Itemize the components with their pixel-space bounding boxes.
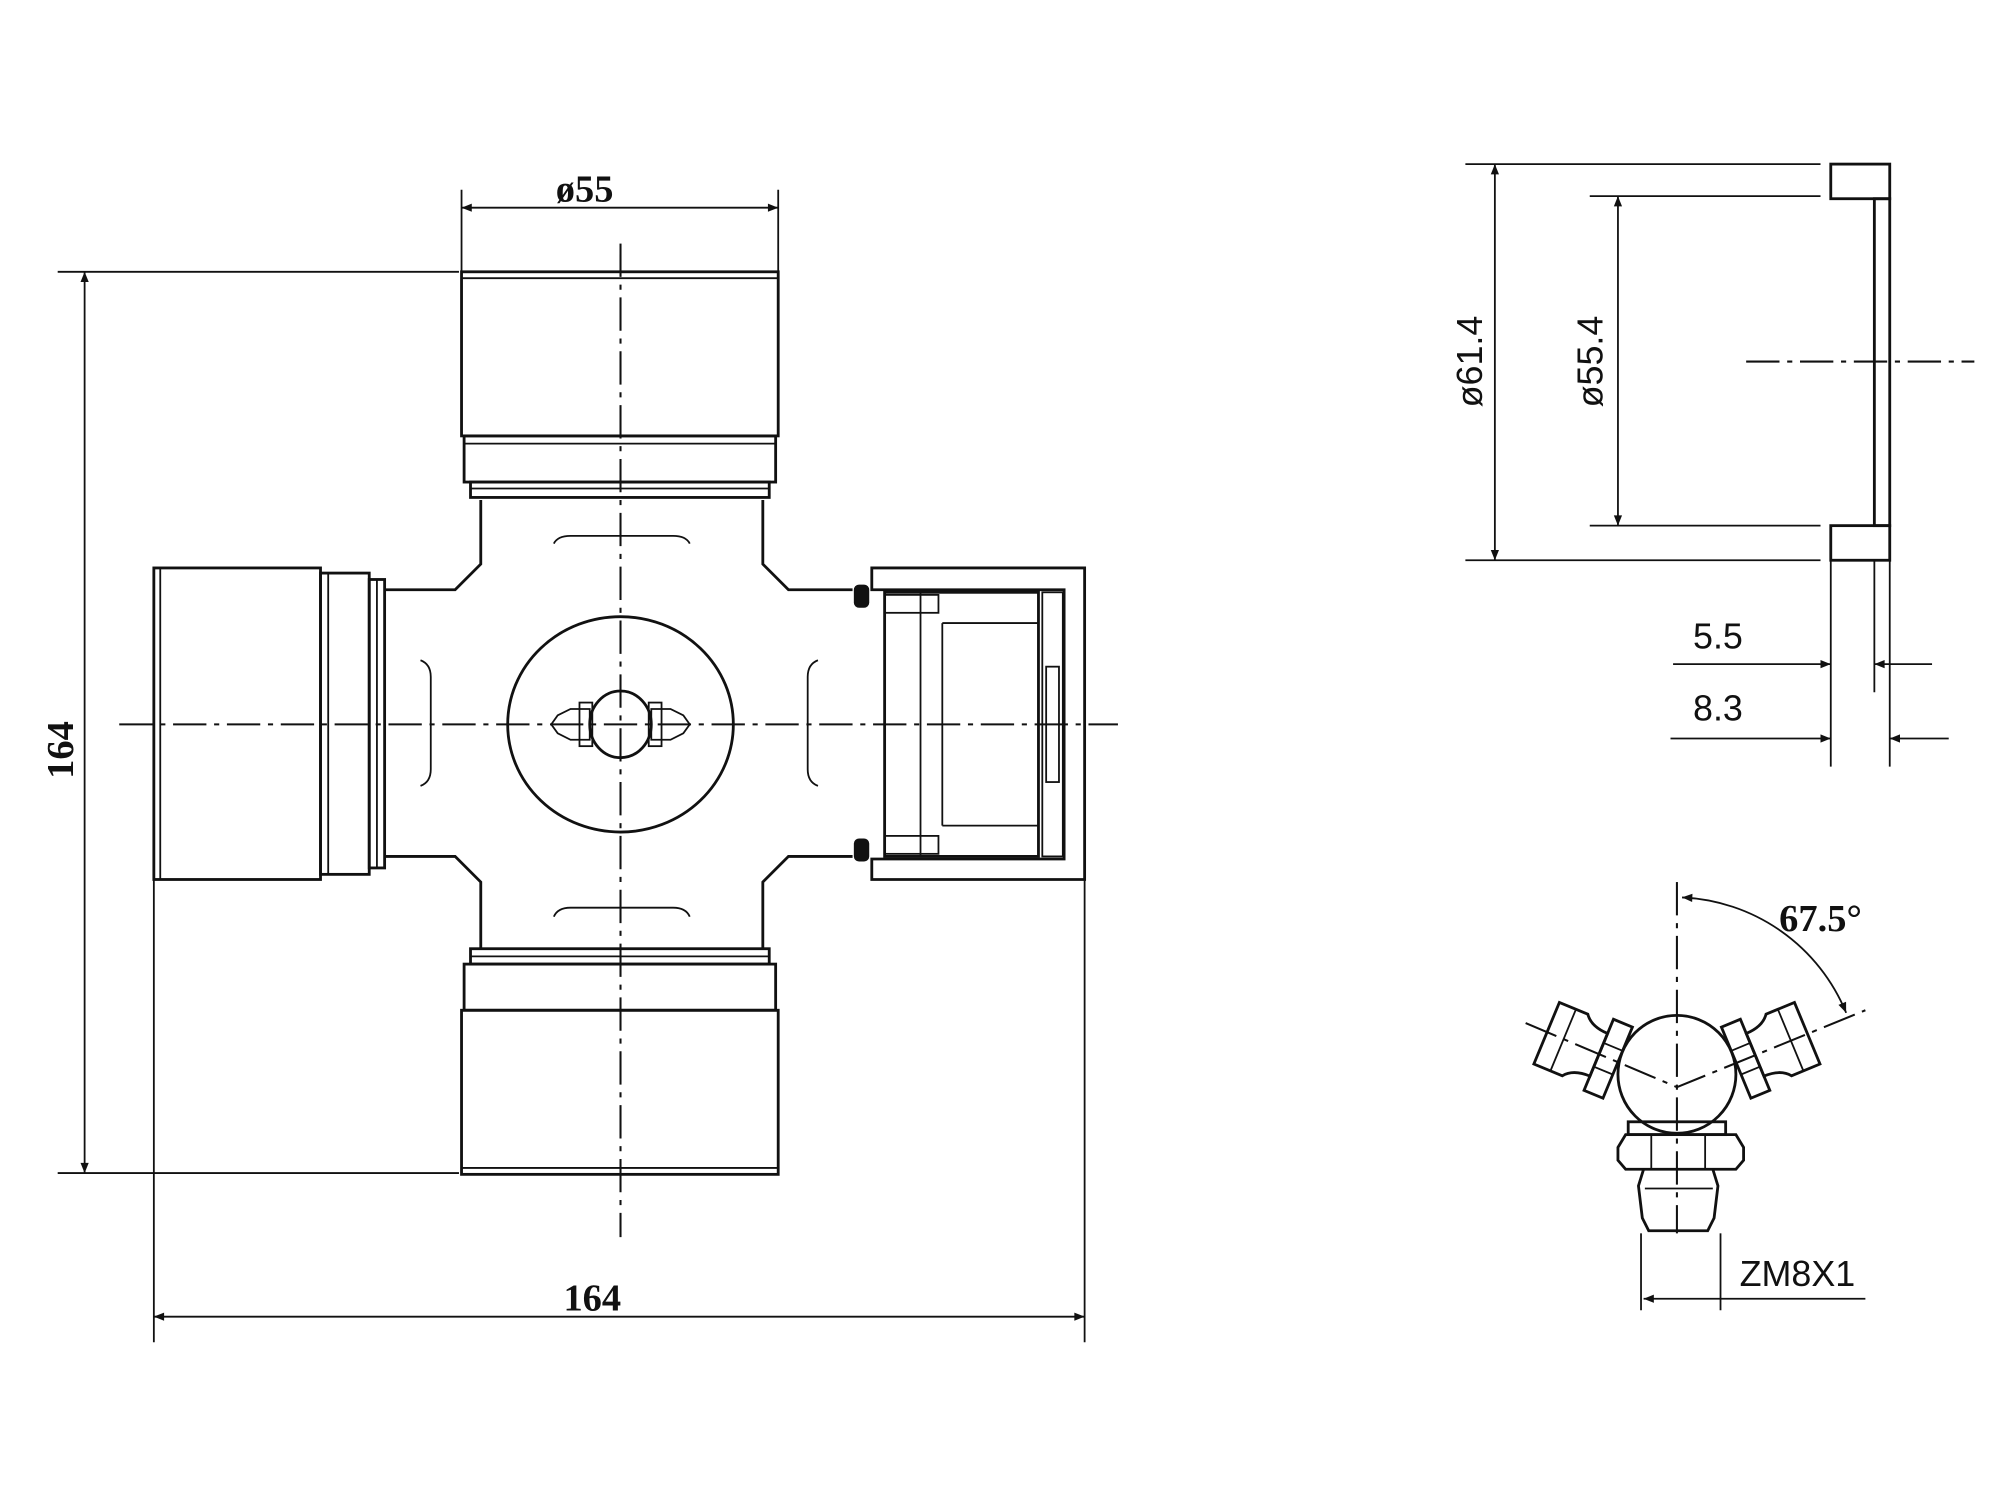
angle-label: 67.5° [1779, 898, 1862, 940]
overall-width-label: 164 [563, 1277, 621, 1319]
cross-body-outline [384, 500, 853, 949]
wing-centerlines [1525, 1009, 1866, 1089]
dimension-outer-diameter: ø61.4 [1450, 163, 1821, 562]
inner-diameter-label: ø55.4 [1571, 316, 1611, 408]
relief-slot-bottom [553, 906, 691, 918]
dimension-overall-width: 164 [152, 879, 1086, 1343]
dimension-thickness-5-5: 5.5 [1673, 617, 1933, 669]
relief-slot-right [806, 659, 819, 787]
universal-joint-cross-view: ø55 164 164 [40, 168, 1118, 1343]
thread-label: ZM8X1 [1740, 1254, 1856, 1294]
overall-height-label: 164 [40, 721, 82, 779]
angle-arc [1682, 893, 1847, 1014]
dimension-inner-diameter: ø55.4 [1571, 195, 1821, 527]
seal-ring-section-view: ø61.4 ø55.4 5.5 8.3 [1450, 162, 1975, 767]
thickness-outer-label: 8.3 [1693, 689, 1743, 729]
thickness-inner-label: 5.5 [1693, 617, 1743, 657]
dimension-cap-diameter: ø55 [460, 168, 780, 272]
grease-fitting-view: 67.5° ZM8X1 [1525, 882, 1866, 1311]
outer-diameter-label: ø61.4 [1450, 316, 1490, 408]
cap-diameter-label: ø55 [556, 168, 614, 210]
right-wing-nipple [1719, 1000, 1822, 1101]
left-wing-nipple [1532, 1000, 1635, 1101]
relief-slot-top [553, 535, 691, 545]
dimension-overall-height: 164 [40, 270, 459, 1174]
dimension-thickness-8-3: 8.3 [1670, 689, 1949, 743]
thread [1637, 1168, 1720, 1233]
hex-nut [1616, 1133, 1745, 1171]
dimension-thread: ZM8X1 [1640, 1233, 1866, 1311]
relief-slot-left [420, 659, 432, 787]
